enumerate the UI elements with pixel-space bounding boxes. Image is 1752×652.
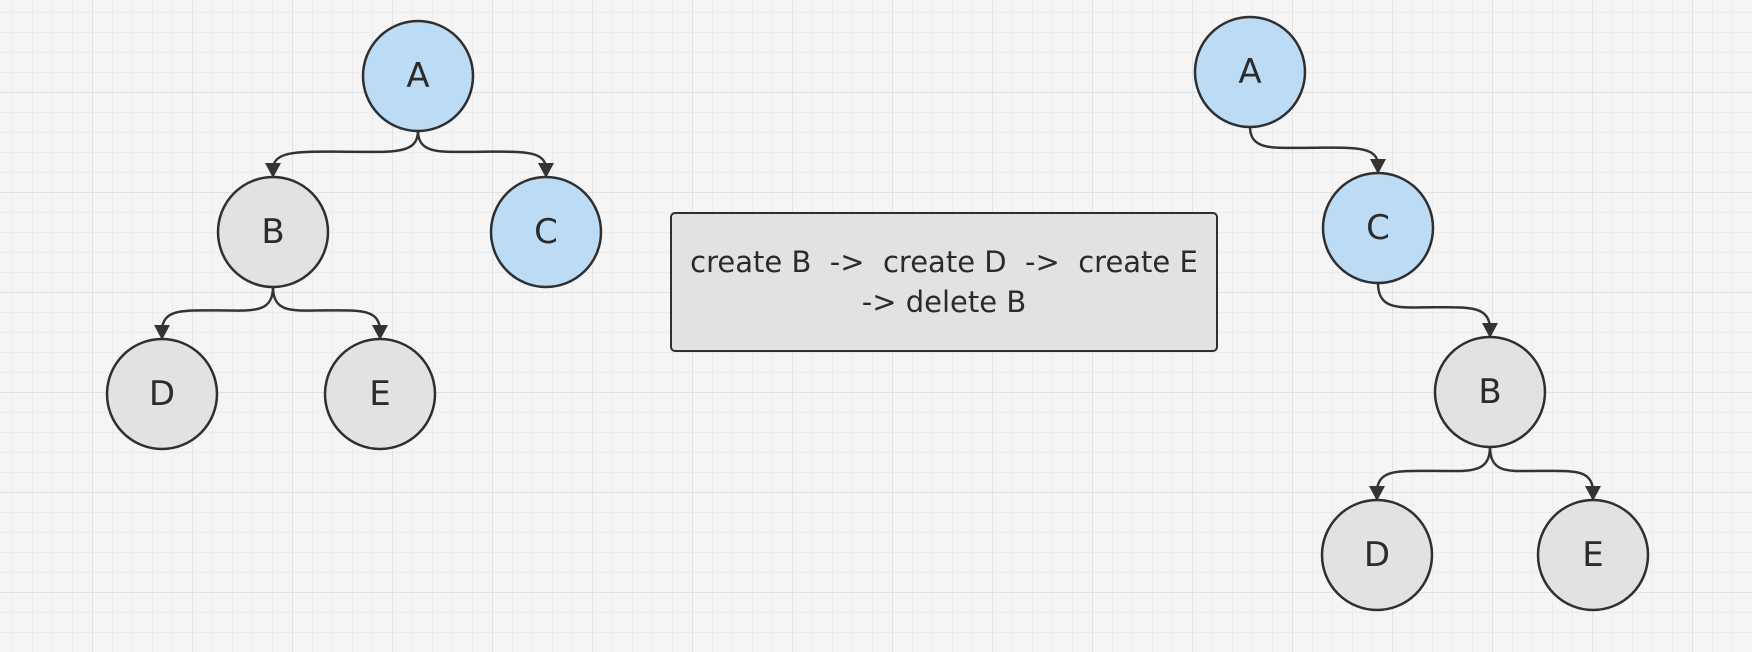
node-label: D xyxy=(149,374,175,414)
nodes-layer: A B C D E A C B D E xyxy=(105,15,1650,612)
edge-B-E-tree-1 xyxy=(271,285,388,340)
edge-line xyxy=(160,285,275,333)
tree-1-node-C: C xyxy=(489,175,603,289)
arrowhead-icon xyxy=(1369,486,1385,501)
node-label: E xyxy=(369,374,390,414)
tree-2-node-B: B xyxy=(1433,335,1547,449)
node-label: C xyxy=(1366,208,1390,248)
edge-A-C-tree-1 xyxy=(416,129,554,178)
edge-line xyxy=(1248,125,1380,167)
edge-line xyxy=(1375,445,1492,494)
node-circle xyxy=(323,337,437,451)
node-label: D xyxy=(1364,535,1390,575)
node-label: A xyxy=(406,56,429,96)
edge-line xyxy=(1488,445,1595,494)
node-circle xyxy=(1433,335,1547,449)
node-label: B xyxy=(1478,372,1501,412)
tree-2-node-E: E xyxy=(1536,498,1650,612)
node-circle xyxy=(1536,498,1650,612)
node-circle xyxy=(1193,15,1307,129)
node-circle xyxy=(216,175,330,289)
edge-line xyxy=(271,285,382,333)
arrowhead-icon xyxy=(1370,159,1386,174)
edge-line xyxy=(416,129,548,171)
arrowhead-icon xyxy=(372,325,388,340)
edge-A-C-tree-2 xyxy=(1248,125,1386,174)
tree-1-node-D: D xyxy=(105,337,219,451)
node-circle xyxy=(361,19,475,133)
edge-line xyxy=(271,129,420,171)
operation-sequence-note: create B -> create D -> create E -> dele… xyxy=(670,212,1218,352)
node-circle xyxy=(1320,498,1434,612)
tree-2-node-D: D xyxy=(1320,498,1434,612)
node-label: C xyxy=(534,212,558,252)
node-label: A xyxy=(1238,52,1261,92)
edges-layer xyxy=(154,125,1601,501)
node-circle xyxy=(489,175,603,289)
note-line-1: create B -> create D -> create E xyxy=(690,245,1198,279)
tree-2-node-C: C xyxy=(1321,171,1435,285)
arrowhead-icon xyxy=(1585,486,1601,501)
edge-A-B-tree-1 xyxy=(265,129,420,178)
arrowhead-icon xyxy=(154,325,170,340)
arrowhead-icon xyxy=(265,163,281,178)
tree-1-node-B: B xyxy=(216,175,330,289)
edge-line xyxy=(1376,281,1492,331)
node-circle xyxy=(105,337,219,451)
arrowhead-icon xyxy=(538,163,554,178)
tree-1-node-A: A xyxy=(361,19,475,133)
edge-B-E-tree-2 xyxy=(1488,445,1601,501)
edge-B-D-tree-1 xyxy=(154,285,275,340)
edge-C-B-tree-2 xyxy=(1376,281,1498,338)
node-label: E xyxy=(1582,535,1603,575)
tree-1-node-E: E xyxy=(323,337,437,451)
node-circle xyxy=(1321,171,1435,285)
arrowhead-icon xyxy=(1482,323,1498,338)
note-line-2: -> delete B xyxy=(861,285,1027,319)
tree-2-node-A: A xyxy=(1193,15,1307,129)
node-label: B xyxy=(261,212,284,252)
edge-B-D-tree-2 xyxy=(1369,445,1492,501)
